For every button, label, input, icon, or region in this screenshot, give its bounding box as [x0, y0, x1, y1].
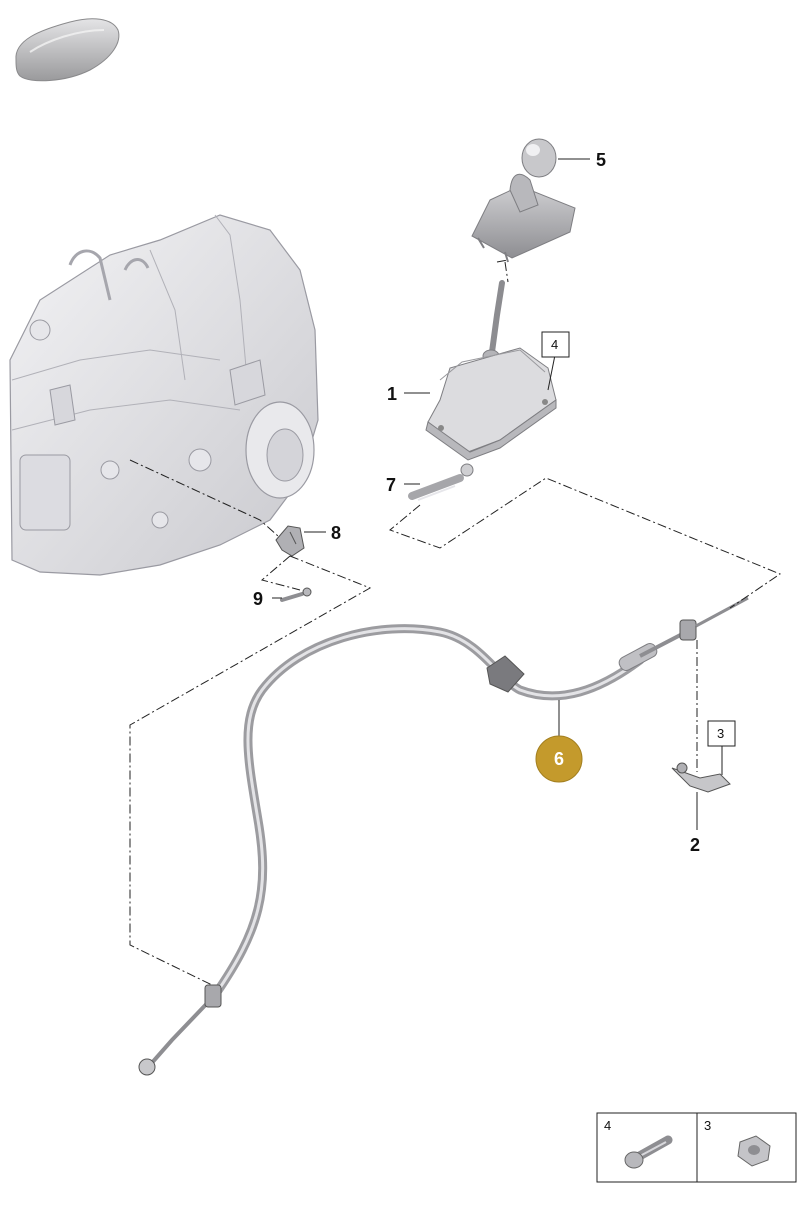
- legend-left-number: 4: [604, 1118, 611, 1133]
- callout-3: 3: [717, 726, 724, 741]
- shift-cable-part: [138, 596, 749, 1076]
- hex-nut-icon: [737, 1135, 771, 1167]
- bolt-part: [280, 587, 312, 602]
- callout-4-box: [541, 331, 570, 358]
- bracket-part: [275, 525, 305, 557]
- callout-3-box: [707, 720, 736, 747]
- cable-end-part: [408, 463, 474, 501]
- callout-7: 7: [386, 475, 396, 495]
- callout-2: 2: [690, 835, 700, 855]
- shift-knob-part: [471, 138, 576, 263]
- bolt-icon: [624, 1135, 673, 1169]
- shift-lever-rod: [482, 261, 509, 363]
- shift-mechanism-part: [425, 347, 557, 461]
- assembly-lines: [129, 259, 782, 986]
- highlight-callout-6[interactable]: 6: [535, 735, 583, 783]
- clip-part: [671, 762, 731, 793]
- leader-lines: [272, 158, 723, 830]
- callout-6: 6: [554, 749, 564, 769]
- fastener-legend: 4 3: [596, 1112, 797, 1183]
- callout-8: 8: [331, 523, 341, 543]
- callout-4: 4: [551, 337, 558, 352]
- callout-5: 5: [596, 150, 606, 170]
- transmission-assembly: [9, 214, 319, 576]
- car-silhouette-icon: [15, 18, 120, 82]
- callout-9: 9: [253, 589, 263, 609]
- legend-right-number: 3: [704, 1118, 711, 1133]
- callout-1: 1: [387, 384, 397, 404]
